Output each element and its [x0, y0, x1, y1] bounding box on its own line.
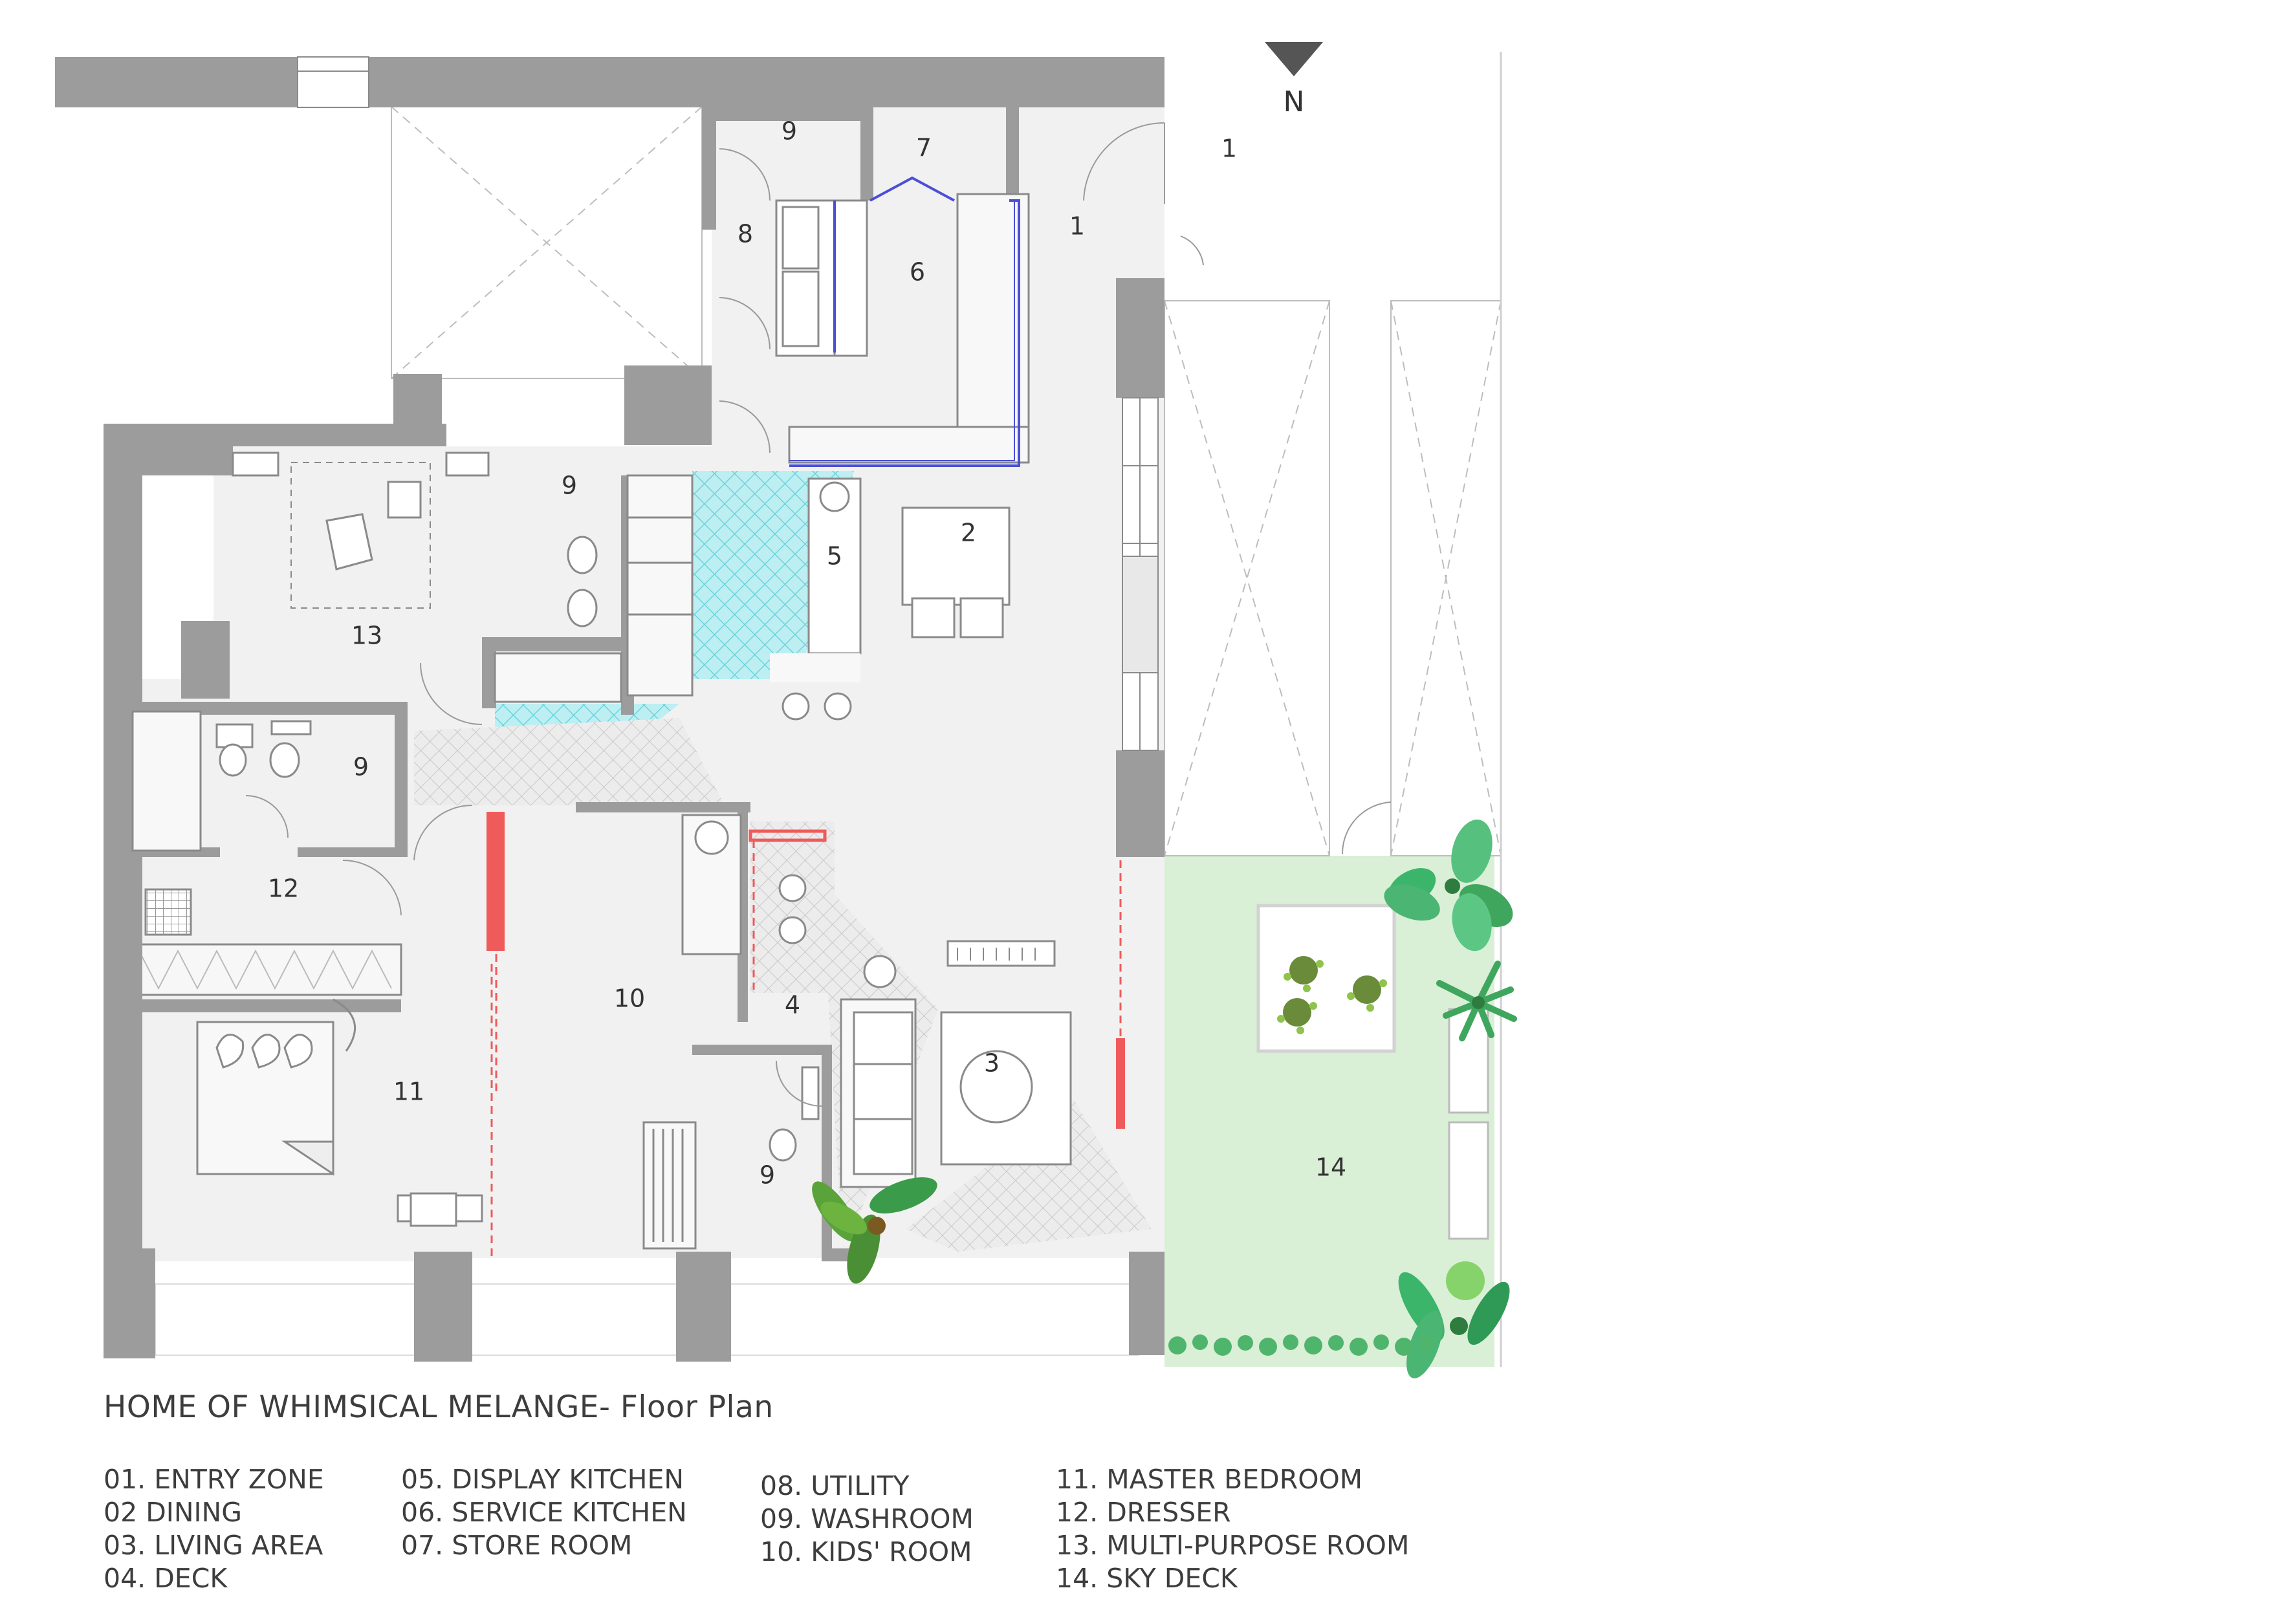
- legend-column-2: 05. DISPLAY KITCHEN 06. SERVICE KITCHEN …: [401, 1463, 687, 1562]
- legend-item: 08. UTILITY: [760, 1470, 910, 1501]
- north-arrow: N: [1265, 42, 1323, 118]
- room-label-deck: 4: [785, 991, 800, 1019]
- room-label-entry-inside: 1: [1069, 212, 1085, 241]
- north-label: N: [1284, 85, 1305, 118]
- room-label-sky-deck: 14: [1315, 1153, 1346, 1182]
- legend-item: 09. WASHROOM: [760, 1503, 974, 1534]
- plant-icon: [1384, 820, 1513, 952]
- red-partitions: [487, 812, 1125, 1258]
- room-label-store-room: 7: [916, 134, 932, 162]
- room-label-multi-purpose: 13: [351, 622, 382, 650]
- room-labels: 1 1 2 3 4 5 6 7 8 9 9 9 9 10 11 12 13 14: [268, 117, 1346, 1190]
- legend-item: 02 DINING: [104, 1497, 243, 1528]
- legend-item: 05. DISPLAY KITCHEN: [401, 1464, 684, 1495]
- room-label-washroom-mpr: 9: [562, 472, 577, 500]
- legend-item: 10. KIDS' ROOM: [760, 1536, 972, 1567]
- walls: [55, 57, 1164, 1362]
- legend-column-4: 11. MASTER BEDROOM 12. DRESSER 13. MULTI…: [1056, 1463, 1409, 1595]
- plant-icon: [812, 1177, 937, 1284]
- voids: [155, 106, 1502, 1356]
- room-label-entry-outside: 1: [1221, 135, 1237, 163]
- windows: [297, 56, 1159, 751]
- legend-item: 14. SKY DECK: [1056, 1563, 1238, 1594]
- legend-column-3: 08. UTILITY 09. WASHROOM 10. KIDS' ROOM: [760, 1470, 974, 1569]
- room-label-washroom-top: 9: [782, 117, 797, 146]
- room-label-display-kitchen: 5: [827, 542, 842, 571]
- plant-icon: [1277, 998, 1317, 1034]
- legend-item: 12. DRESSER: [1056, 1497, 1231, 1528]
- room-label-living: 3: [984, 1049, 1000, 1078]
- plant-icons: [812, 820, 1517, 1378]
- room-label-washroom-kids: 9: [760, 1161, 775, 1190]
- plant-icon: [1436, 961, 1517, 1041]
- plant-hedge: [1168, 1334, 1434, 1356]
- door-swings: [245, 122, 1392, 1107]
- legend-item: 11. MASTER BEDROOM: [1056, 1464, 1363, 1495]
- legend-item: 13. MULTI-PURPOSE ROOM: [1056, 1530, 1410, 1561]
- room-label-master-bedroom: 11: [393, 1078, 424, 1106]
- room-label-dresser: 12: [268, 875, 299, 903]
- room-label-dining: 2: [961, 519, 976, 547]
- room-label-kids-room: 10: [614, 985, 645, 1013]
- furniture: [131, 193, 1489, 1250]
- legend-item: 04. DECK: [104, 1563, 228, 1594]
- legend-item: 01. ENTRY ZONE: [104, 1464, 324, 1495]
- blue-counter-edge: [789, 176, 1020, 467]
- room-label-washroom-master: 9: [353, 753, 369, 781]
- plant-icon: [1347, 975, 1387, 1012]
- plan-title: HOME OF WHIMSICAL MELANGE- Floor Plan: [104, 1389, 774, 1425]
- legend-item: 03. LIVING AREA: [104, 1530, 323, 1561]
- room-label-service-kitchen: 6: [910, 258, 925, 287]
- legend-item: 07. STORE ROOM: [401, 1530, 633, 1561]
- wardrobe-strip: [131, 943, 402, 996]
- legend-column-1: 01. ENTRY ZONE 02 DINING 03. LIVING AREA…: [104, 1463, 324, 1595]
- plant-icon: [1284, 956, 1324, 992]
- room-label-utility: 8: [738, 220, 753, 248]
- north-arrow-icon: [1265, 42, 1323, 76]
- legend-item: 06. SERVICE KITCHEN: [401, 1497, 687, 1528]
